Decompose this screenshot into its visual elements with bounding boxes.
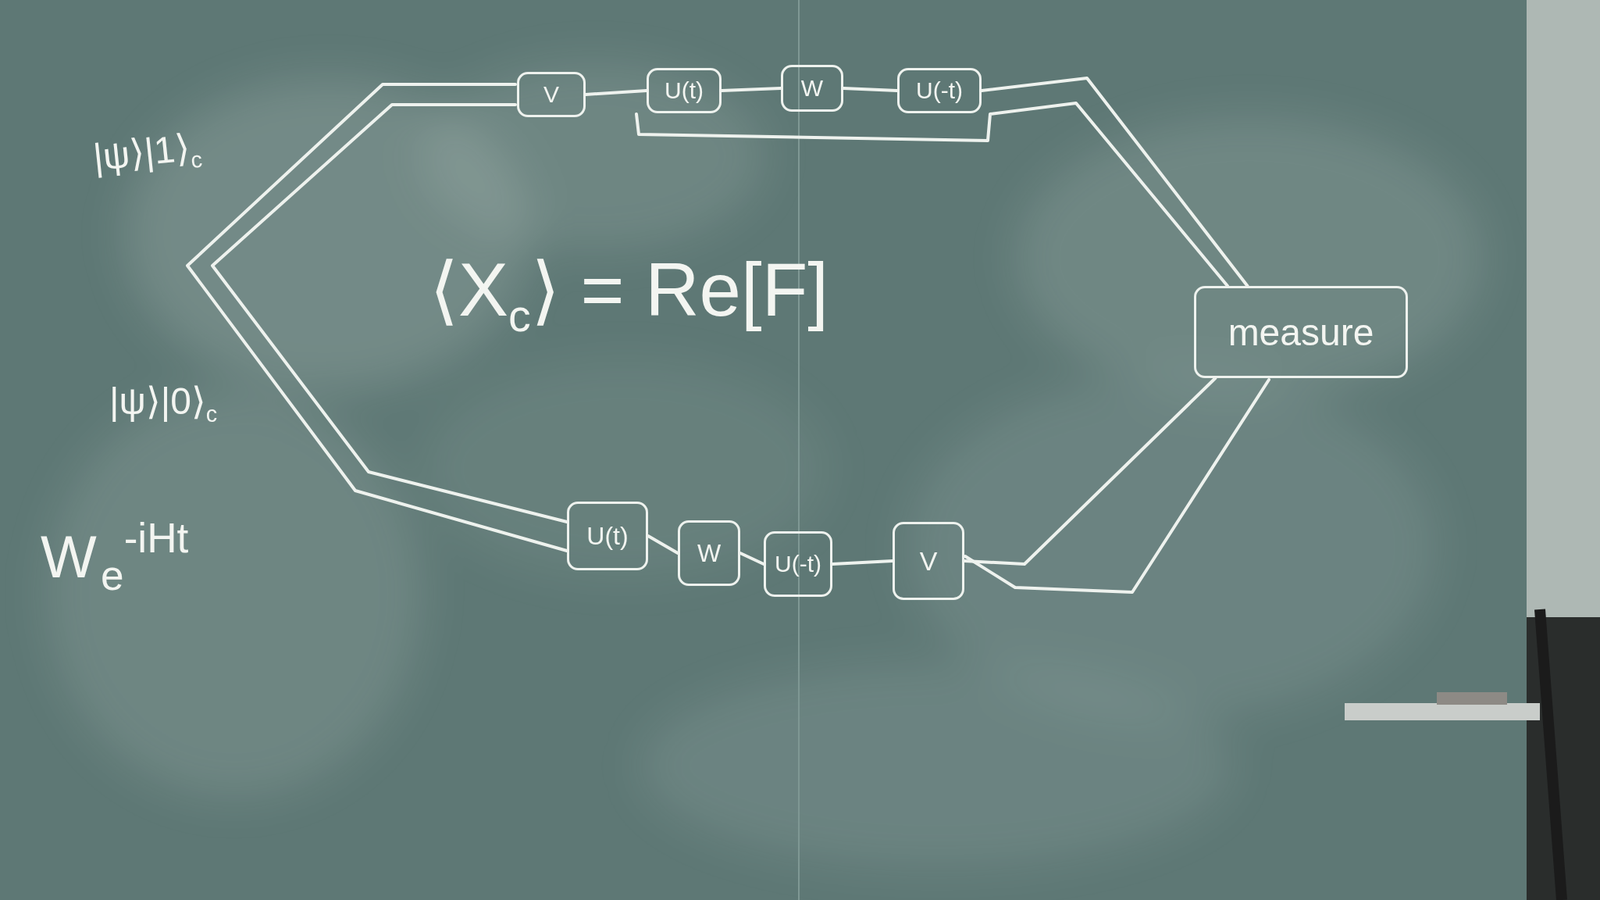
gate-box: V [516, 71, 586, 118]
gate-label: U(-t) [915, 77, 963, 104]
wire [648, 535, 678, 553]
eraser-marks [46, 62, 1484, 867]
smudge [640, 663, 1234, 867]
wire-band [187, 84, 1269, 592]
wire [187, 84, 567, 551]
formula: We-iHt [40, 515, 189, 599]
board-seam [798, 0, 800, 900]
wire [965, 379, 1269, 592]
gate-label: U(-t) [774, 550, 822, 578]
gate-box: U(t) [646, 67, 722, 114]
gate-label: V [543, 81, 560, 108]
wire [832, 560, 893, 564]
gate-box: U(-t) [763, 530, 833, 597]
wire [585, 90, 647, 95]
gate-box: W [677, 520, 741, 586]
smudge [421, 359, 828, 578]
gate-box: U(-t) [897, 67, 982, 114]
formula-text: ⟩ = Re[F] [530, 248, 829, 332]
smudge [1015, 117, 1484, 399]
smudge [421, 62, 766, 250]
formula-text: W [40, 523, 97, 590]
formula-text: ⟨X [429, 248, 509, 332]
wire [740, 552, 764, 564]
formula-text: |ψ⟩|1⟩ [91, 127, 193, 179]
gate-label: V [919, 545, 938, 577]
wire [212, 104, 567, 522]
gate-label: measure [1228, 310, 1375, 354]
subscript: e [100, 552, 125, 599]
smudge [46, 390, 422, 797]
gate-label: U(t) [664, 77, 704, 104]
measure-box: measure [1193, 285, 1408, 378]
wall [1526, 0, 1600, 617]
chalk-tray [1344, 702, 1540, 720]
wire [981, 78, 1248, 286]
gate-label: W [801, 74, 824, 102]
formula: |ψ⟩|0⟩c [109, 381, 218, 428]
formula-text: |ψ⟩|0⟩ [109, 381, 207, 423]
formula: ⟨Xc⟩ = Re[F] [429, 248, 829, 342]
subscript: c [206, 402, 218, 428]
gate-label: U(t) [586, 521, 628, 551]
subscript: c [508, 291, 531, 341]
gate-box: V [892, 521, 965, 600]
gate-label: W [697, 538, 721, 568]
wire [843, 88, 898, 91]
stick [1539, 609, 1562, 900]
gate-box: W [780, 64, 844, 112]
gate-box: U(t) [566, 501, 649, 571]
eraser [1436, 691, 1508, 705]
wire [964, 377, 1216, 564]
subscript: -iHt [124, 515, 189, 562]
wire [721, 88, 781, 91]
